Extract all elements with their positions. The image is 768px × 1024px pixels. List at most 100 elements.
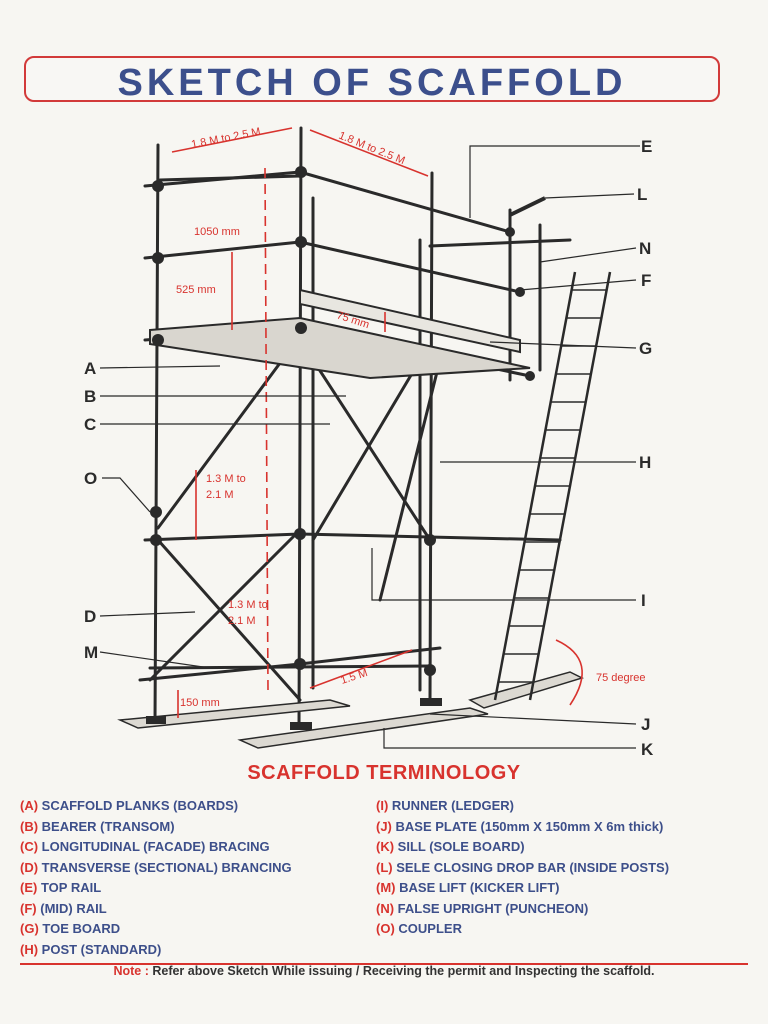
legend-code: (A): [20, 798, 39, 813]
facade-brace-3: [311, 358, 422, 542]
transverse-brace-2: [148, 528, 302, 682]
coupler: [152, 334, 164, 346]
legend-item: (I) RUNNER (LEDGER): [376, 796, 669, 817]
couplers: [150, 166, 535, 676]
leader-I: [371, 548, 636, 601]
post-front-middle: [297, 126, 303, 730]
sill-board-front: [237, 707, 489, 749]
coupler: [150, 506, 162, 518]
dim-1050: 1050 mm: [194, 226, 240, 238]
dim-line-vertical-main: [264, 167, 269, 691]
dim-angle: 75 degree: [596, 672, 646, 684]
legend-label: BEARER (TRANSOM): [41, 818, 175, 834]
legend-code: (G): [20, 921, 39, 936]
note-label: Note :: [113, 964, 149, 978]
legend-code: (M): [376, 880, 396, 895]
legend-code: (C): [20, 839, 39, 854]
coupler: [294, 658, 306, 670]
coupler: [424, 664, 436, 676]
top-rail-right: [298, 170, 512, 234]
legend-item: (H) POST (STANDARD): [20, 940, 292, 961]
legend-label: COUPLER: [398, 921, 462, 936]
dim-15: 1.5 M: [339, 667, 369, 687]
legend-item: (G) TOE BOARD: [20, 919, 292, 940]
legend-item: (L) SELE CLOSING DROP BAR (INSIDE POSTS): [376, 858, 669, 879]
dim-lift-upper-a: 1.3 M to: [206, 473, 246, 485]
label-B: B: [84, 387, 96, 406]
leader-K: [383, 728, 636, 749]
bracing-diag: [378, 358, 442, 602]
drop-bar: [509, 196, 546, 217]
legend-code: (J): [376, 818, 392, 834]
coupler: [295, 236, 307, 248]
leader-N: [539, 247, 637, 263]
legend-item: (E) TOP RAIL: [20, 878, 292, 899]
coupler: [152, 252, 164, 264]
coupler: [294, 528, 306, 540]
top-rail-back: [158, 174, 302, 182]
runner-mid-left: [143, 532, 302, 542]
legend-label: LONGITUDINAL (FACADE) BRACING: [41, 839, 270, 854]
post-front-left: [153, 143, 160, 724]
facade-brace-1: [156, 334, 302, 530]
legend-code: (I): [376, 798, 389, 813]
page-title: SKETCH OF SCAFFOLD: [117, 62, 627, 104]
legend-code: (D): [20, 859, 39, 875]
mid-rail-left: [143, 240, 302, 260]
label-L: L: [637, 185, 647, 204]
legend-code: (L): [376, 859, 393, 875]
legend-item: (A) SCAFFOLD PLANKS (BOARDS): [20, 796, 292, 817]
facade-brace-2: [298, 338, 432, 542]
legend-label: (MID) RAIL: [40, 900, 107, 916]
legend-label: BASE LIFT (KICKER LIFT): [399, 880, 560, 895]
label-O: O: [84, 469, 97, 488]
legend-item: (D) TRANSVERSE (SECTIONAL) BRANCING: [20, 858, 292, 879]
legend-left-column: (A) SCAFFOLD PLANKS (BOARDS)(B) BEARER (…: [20, 796, 292, 960]
legend-label: SELE CLOSING DROP BAR (INSIDE POSTS): [396, 859, 670, 875]
dim-top-left: 1.8 M to 2.5 M: [190, 126, 261, 151]
coupler: [152, 180, 164, 192]
legend-item: (M) BASE LIFT (KICKER LIFT): [376, 878, 669, 899]
runner-base-right: [298, 646, 442, 666]
rail-right-2: [428, 238, 572, 248]
legend-label: TOE BOARD: [42, 921, 121, 936]
legend-code: (H): [20, 941, 39, 957]
dim-150: 150 mm: [180, 697, 220, 709]
coupler: [295, 322, 307, 334]
legend-code: (F): [20, 900, 37, 916]
leader-G: [489, 341, 637, 349]
scaffold-sketch: 1.8 M to 2.5 M 1.8 M to 2.5 M 1050 mm 52…: [84, 126, 654, 759]
legend-label: SILL (SOLE BOARD): [397, 839, 525, 854]
coupler: [525, 371, 535, 381]
legend-code: (K): [376, 839, 395, 854]
dim-line-15: [309, 649, 413, 689]
post-right-front: [428, 171, 434, 702]
transverse-brace-1: [156, 538, 302, 702]
legend-item: (O) COUPLER: [376, 919, 669, 940]
label-M: M: [84, 643, 98, 662]
legend-label: TOP RAIL: [40, 880, 102, 895]
dim-line-top-left: [171, 127, 293, 153]
legend-item: (J) BASE PLATE (150mm X 150mm X 6m thick…: [376, 817, 669, 838]
leader-M: [99, 651, 211, 669]
leader-F: [519, 279, 637, 291]
sill-board-ladder: [468, 671, 585, 709]
base-plate-3: [146, 716, 166, 724]
legend-right-column: (I) RUNNER (LEDGER)(J) BASE PLATE (150mm…: [376, 796, 669, 940]
coupler: [295, 166, 307, 178]
legend-code: (O): [376, 921, 395, 936]
legend-label: POST (STANDARD): [41, 941, 162, 957]
label-A: A: [84, 359, 96, 378]
dim-lift-upper-b: 2.1 M: [206, 489, 234, 501]
leader-E: [469, 145, 640, 218]
ladder: [493, 271, 612, 701]
toe-board: [299, 288, 521, 354]
legend-label: SCAFFOLD PLANKS (BOARDS): [41, 798, 239, 813]
legend-code: (B): [20, 818, 39, 834]
note: Note : Refer above Sketch While issuing …: [0, 964, 768, 978]
legend-label: TRANSVERSE (SECTIONAL) BRANCING: [41, 859, 292, 875]
legend-code: (N): [376, 900, 395, 916]
dim-line-top-right: [309, 129, 429, 177]
leader-D: [99, 611, 196, 617]
